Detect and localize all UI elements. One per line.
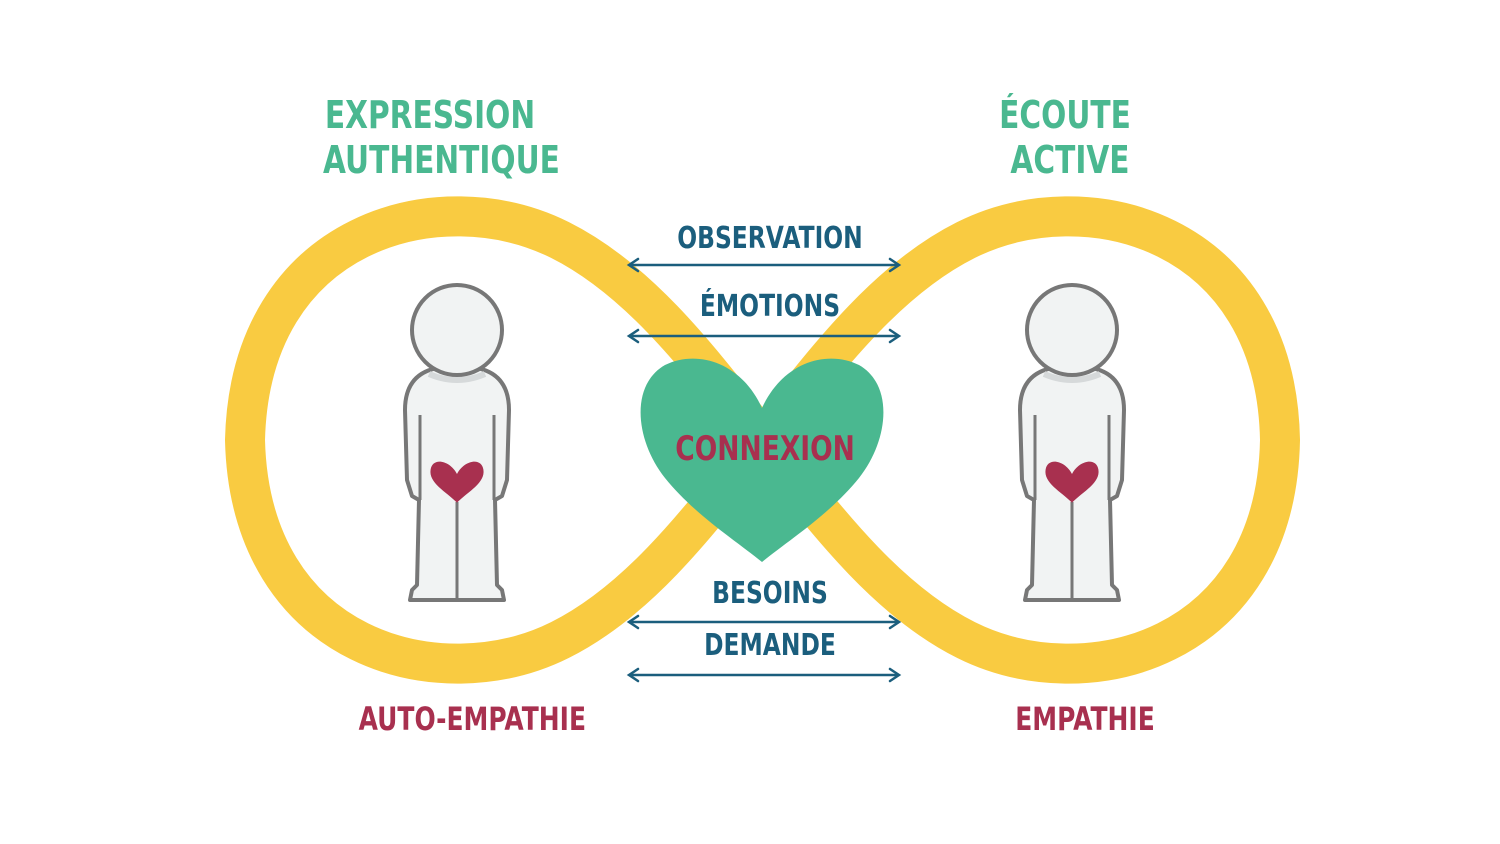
step-demande: DEMANDE [704,628,836,663]
center-label-connexion: CONNEXION [675,429,855,469]
person-left-icon [403,283,511,602]
label-auto-empathie: AUTO-EMPATHIE [358,700,587,738]
arrow-demande [626,667,902,683]
title-authentique: AUTHENTIQUE [323,138,560,182]
small-heart-right-icon [1045,461,1099,503]
small-heart-left-icon [430,461,484,503]
title-ecoute: ÉCOUTE [999,93,1131,137]
arrow-emotions [626,328,902,344]
arrows-group [626,257,902,683]
step-besoins: BESOINS [712,576,828,611]
step-emotions: ÉMOTIONS [699,289,841,324]
title-active: ACTIVE [1010,138,1130,182]
connexion-heart-icon [640,358,884,562]
arrow-besoins [626,614,902,630]
arrow-observation [626,257,902,273]
person-right-icon [1018,283,1126,602]
label-empathie: EMPATHIE [1015,700,1155,738]
step-observation: OBSERVATION [677,221,863,256]
title-expression: EXPRESSION [324,93,536,137]
